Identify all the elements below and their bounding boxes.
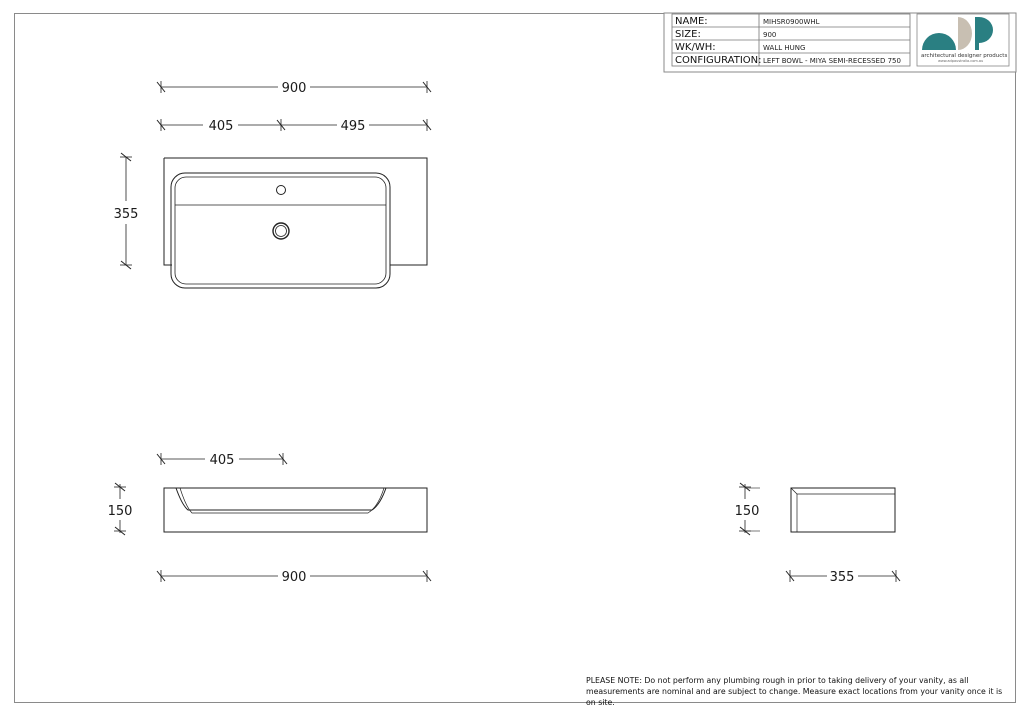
plan-left-width-label: 405 (209, 119, 234, 134)
tap-hole (276, 185, 286, 195)
title-block: NAME: MIHSR0900WHL SIZE: 900 WK/WH: WALL… (663, 12, 1017, 73)
plan-depth-label: 355 (114, 207, 139, 222)
plan-bowl-inner (174, 176, 387, 285)
logo-bar (975, 17, 979, 50)
plumbing-note: PLEASE NOTE: Do not perform any plumbing… (586, 676, 1003, 707)
plan-view: 900 405 495 355 (114, 80, 432, 289)
tb-size-value: 900 (763, 31, 776, 39)
logo-subtext: www.adpaustralia.com.au (938, 59, 983, 63)
logo-taupe-half (958, 17, 972, 50)
adp-logo: architectural designer products www.adpa… (916, 13, 1010, 67)
plan-right-width-label: 495 (341, 119, 366, 134)
front-bowl-offset-label: 405 (210, 453, 235, 468)
waste-outer (272, 222, 290, 240)
tb-name-value: MIHSR0900WHL (763, 18, 820, 26)
waste-inner (275, 225, 287, 237)
side-depth-label: 355 (830, 570, 855, 585)
tb-name-label: NAME: (675, 16, 708, 27)
tb-size-label: SIZE: (675, 29, 701, 40)
front-overall-width-label: 900 (282, 570, 307, 585)
front-body-outline (163, 487, 428, 533)
logo-teal-semicircle (922, 33, 956, 50)
front-view: 405 150 900 (108, 452, 432, 585)
tb-config-label: CONFIGURATION: (675, 55, 762, 66)
plan-counter-outline (163, 157, 428, 266)
side-body-outline (790, 487, 896, 533)
side-height-label: 150 (735, 504, 760, 519)
plan-bowl-outer (170, 172, 391, 289)
tb-mount-label: WK/WH: (675, 42, 716, 53)
drawing-frame (14, 13, 1016, 703)
plan-overall-width-label: 900 (282, 81, 307, 96)
front-bowl-profile (175, 487, 387, 511)
logo-text: architectural designer products (921, 53, 1007, 59)
front-height-label: 150 (108, 504, 133, 519)
logo-teal-bowl (979, 17, 993, 43)
tb-mount-value: WALL HUNG (763, 44, 805, 52)
tb-config-value: LEFT BOWL - MIYA SEMI-RECESSED 750 (763, 57, 901, 65)
side-view: 150 355 (735, 482, 901, 585)
